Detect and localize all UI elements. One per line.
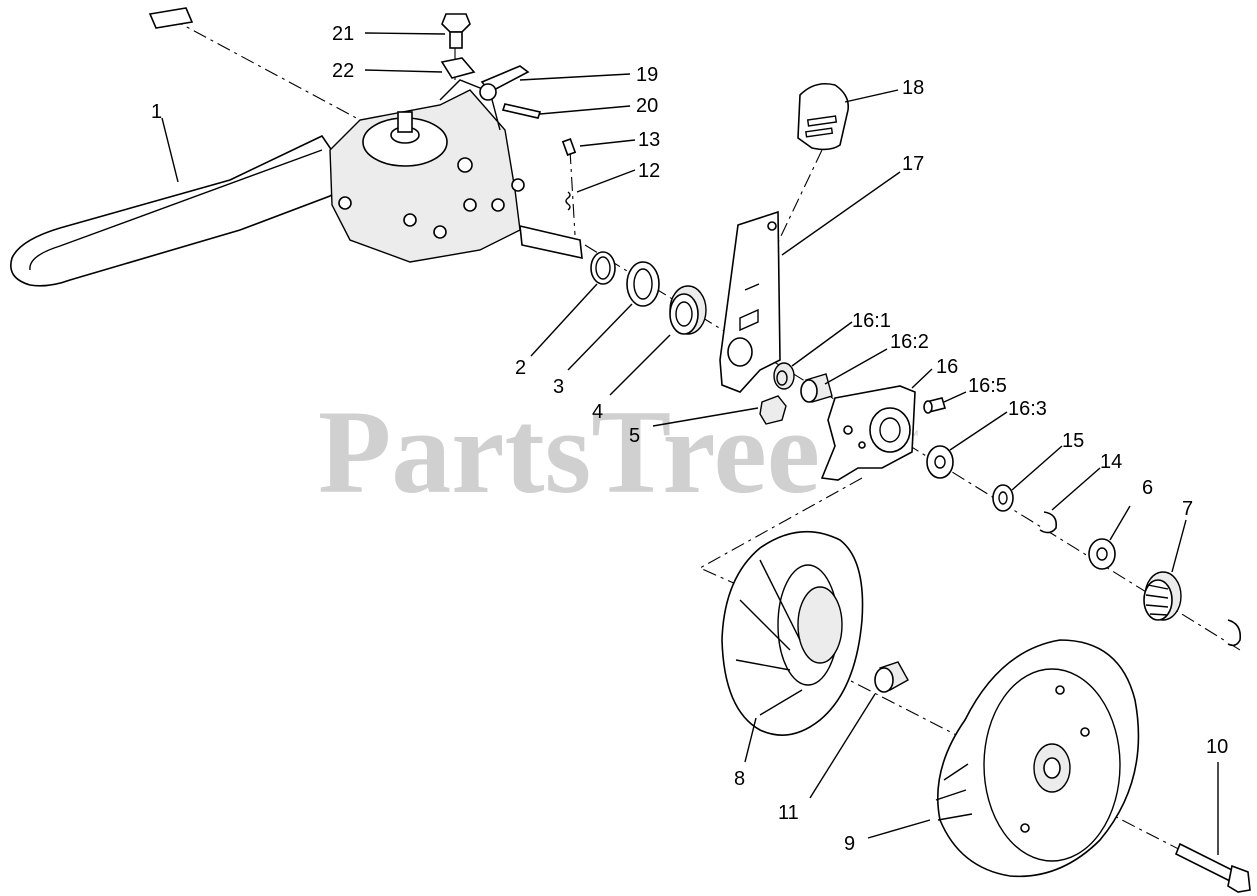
callout-20[interactable]: 20: [636, 95, 658, 117]
leader-lines: [161, 32, 1219, 855]
leader-19: [519, 73, 631, 81]
callout-17[interactable]: 17: [902, 153, 924, 175]
part-19-lever: [479, 65, 530, 101]
callout-7[interactable]: 7: [1182, 498, 1193, 520]
part-20-pin: [501, 103, 542, 119]
leader-21: [364, 32, 446, 35]
callout-16[interactable]: 16: [936, 356, 958, 378]
leader-20: [539, 105, 631, 115]
part-drive-shaft: [10, 7, 354, 287]
part-6-washer: [1088, 538, 1116, 570]
watermark: PartsTree ™: [318, 385, 919, 518]
part-end-clip: [1227, 619, 1242, 647]
part-5-nut: [759, 395, 787, 425]
axis-cover-link: [698, 477, 863, 586]
leader-16-3: [949, 411, 1008, 451]
callout-12[interactable]: 12: [638, 160, 660, 182]
leader-22: [364, 69, 443, 73]
callout-16-5[interactable]: 16:5: [968, 375, 1007, 397]
callout-15[interactable]: 15: [1062, 430, 1084, 452]
part-7-gear: [1143, 571, 1182, 621]
callout-18[interactable]: 18: [902, 77, 924, 99]
callout-5[interactable]: 5: [629, 425, 640, 447]
callout-2[interactable]: 2: [515, 357, 526, 379]
part-10-bolt: [1174, 842, 1251, 893]
callout-13[interactable]: 13: [638, 129, 660, 151]
part-2-retaining-ring: [590, 251, 616, 285]
leader-4: [609, 334, 671, 396]
leader-16: [911, 368, 933, 389]
leader-3: [567, 303, 633, 371]
callout-19[interactable]: 19: [636, 64, 658, 86]
callout-6[interactable]: 6: [1142, 477, 1153, 499]
part-16-2-spacer: [800, 373, 833, 403]
leader-9: [867, 819, 931, 839]
part-11-spacer: [874, 661, 909, 693]
leader-12: [576, 169, 636, 193]
part-16-pivot-plate: [820, 385, 916, 481]
leader-18: [844, 89, 899, 103]
callout-21[interactable]: 21: [332, 23, 354, 45]
callout-16-2[interactable]: 16:2: [890, 331, 929, 353]
leader-2: [530, 283, 598, 357]
callout-1[interactable]: 1: [151, 101, 162, 123]
part-8-wheel-cover: [721, 530, 864, 736]
part-16-5-pin: [923, 397, 947, 414]
callout-8[interactable]: 8: [734, 768, 745, 790]
callout-10[interactable]: 10: [1206, 736, 1228, 758]
leader-14: [1051, 467, 1101, 511]
leader-16-2: [824, 348, 888, 385]
part-16-1-bushing: [773, 362, 795, 390]
part-13-pin: [561, 138, 577, 156]
part-21-bolt: [441, 13, 471, 49]
callout-22[interactable]: 22: [332, 60, 354, 82]
callout-3[interactable]: 3: [553, 376, 564, 398]
part-12-spring: [565, 191, 571, 211]
axis-main-shaft: [169, 17, 361, 121]
part-4-bushing: [669, 285, 707, 335]
leader-6: [1109, 505, 1131, 541]
part-9-wheel: [935, 639, 1140, 878]
leader-17: [781, 171, 901, 256]
leader-13: [579, 139, 636, 147]
part-14-clip: [1039, 511, 1058, 534]
leader-8: [744, 717, 757, 763]
part-15-washer: [992, 484, 1014, 512]
callout-9[interactable]: 9: [844, 833, 855, 855]
leader-5: [652, 407, 759, 427]
callout-16-3[interactable]: 16:3: [1008, 398, 1047, 420]
part-3-washer: [626, 261, 660, 307]
leader-16-1: [791, 321, 853, 367]
callout-14[interactable]: 14: [1100, 451, 1122, 473]
part-22-plate: [440, 57, 476, 79]
leader-11: [809, 693, 876, 799]
part-18-grip: [797, 82, 850, 151]
callout-11[interactable]: 11: [778, 802, 799, 824]
callout-4[interactable]: 4: [592, 401, 603, 423]
part-16-3-washer: [926, 445, 954, 479]
leader-16-5: [943, 391, 967, 403]
leader-7: [1171, 519, 1187, 573]
callout-16-1[interactable]: 16:1: [852, 310, 891, 332]
callout-labels: 1 2 3 4 5 6 7 8 9 10 11 12 13 14 15 16 1…: [151, 23, 1228, 855]
leader-1: [161, 117, 179, 183]
part-transmission: [329, 79, 583, 263]
axis-pin-13: [569, 149, 576, 236]
part-17-bracket: [719, 210, 781, 393]
watermark-text: PartsTree: [318, 385, 820, 518]
leader-15: [1011, 445, 1063, 491]
